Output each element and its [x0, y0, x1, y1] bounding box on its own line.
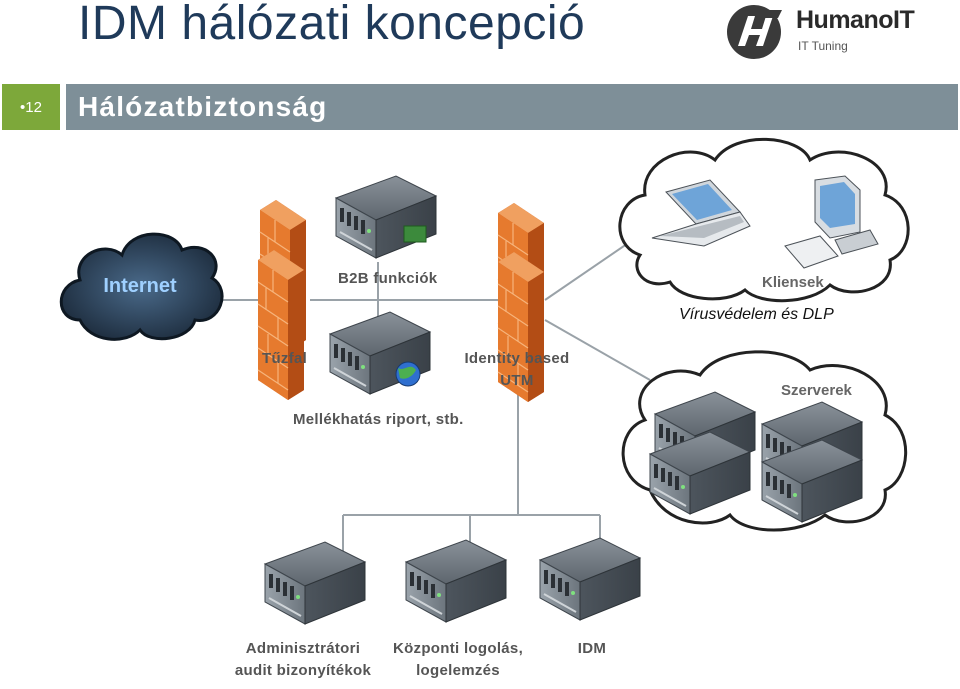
utm-label-line1: Identity based — [464, 350, 570, 367]
side-effect-report-label: Mellékhatás riport, stb. — [293, 411, 464, 428]
idm-label: IDM — [577, 640, 607, 657]
laptop-icon — [651, 179, 751, 247]
idm-server-icon — [539, 537, 641, 621]
globe-icon — [395, 361, 421, 387]
servers-label: Szerverek — [781, 382, 853, 399]
desktop-computer-icon — [784, 175, 879, 269]
internet-label: Internet — [103, 275, 177, 297]
humanoit-logo: HumanoIT IT Tuning — [724, 2, 954, 62]
clients-cloud: Kliensek — [618, 137, 910, 303]
b2b-label: B2B funkciók — [338, 270, 438, 287]
utm-label-line2: UTM — [500, 372, 534, 389]
logging-label-line2: logelemzés — [416, 662, 500, 679]
section-title: Hálózatbiztonság — [78, 91, 328, 122]
logging-server-icon — [405, 539, 507, 623]
internet-cloud-icon: Internet — [59, 232, 224, 341]
clients-label: Kliensek — [762, 274, 824, 291]
slide-number: •12 — [2, 84, 60, 130]
logo-mark-icon — [727, 5, 782, 59]
money-icon — [403, 225, 427, 243]
admin-audit-label-line2: audit bizonyítékok — [234, 662, 372, 679]
firewall-left-back-icon — [257, 249, 305, 401]
admin-audit-label-line1: Adminisztrátori — [245, 640, 361, 657]
b2b-server-icon — [335, 175, 437, 259]
firewall-label: Tűzfal — [262, 350, 308, 367]
antivirus-dlp-label: Vírusvédelem és DLP — [679, 306, 834, 323]
logo-tagline: IT Tuning — [798, 39, 848, 53]
section-header-bar — [66, 84, 958, 130]
admin-audit-server-icon — [264, 541, 366, 625]
logo-name: HumanoIT — [796, 6, 915, 34]
page-title: IDM hálózati koncepció — [78, 0, 586, 50]
logging-label-line1: Központi logolás, — [392, 640, 524, 657]
